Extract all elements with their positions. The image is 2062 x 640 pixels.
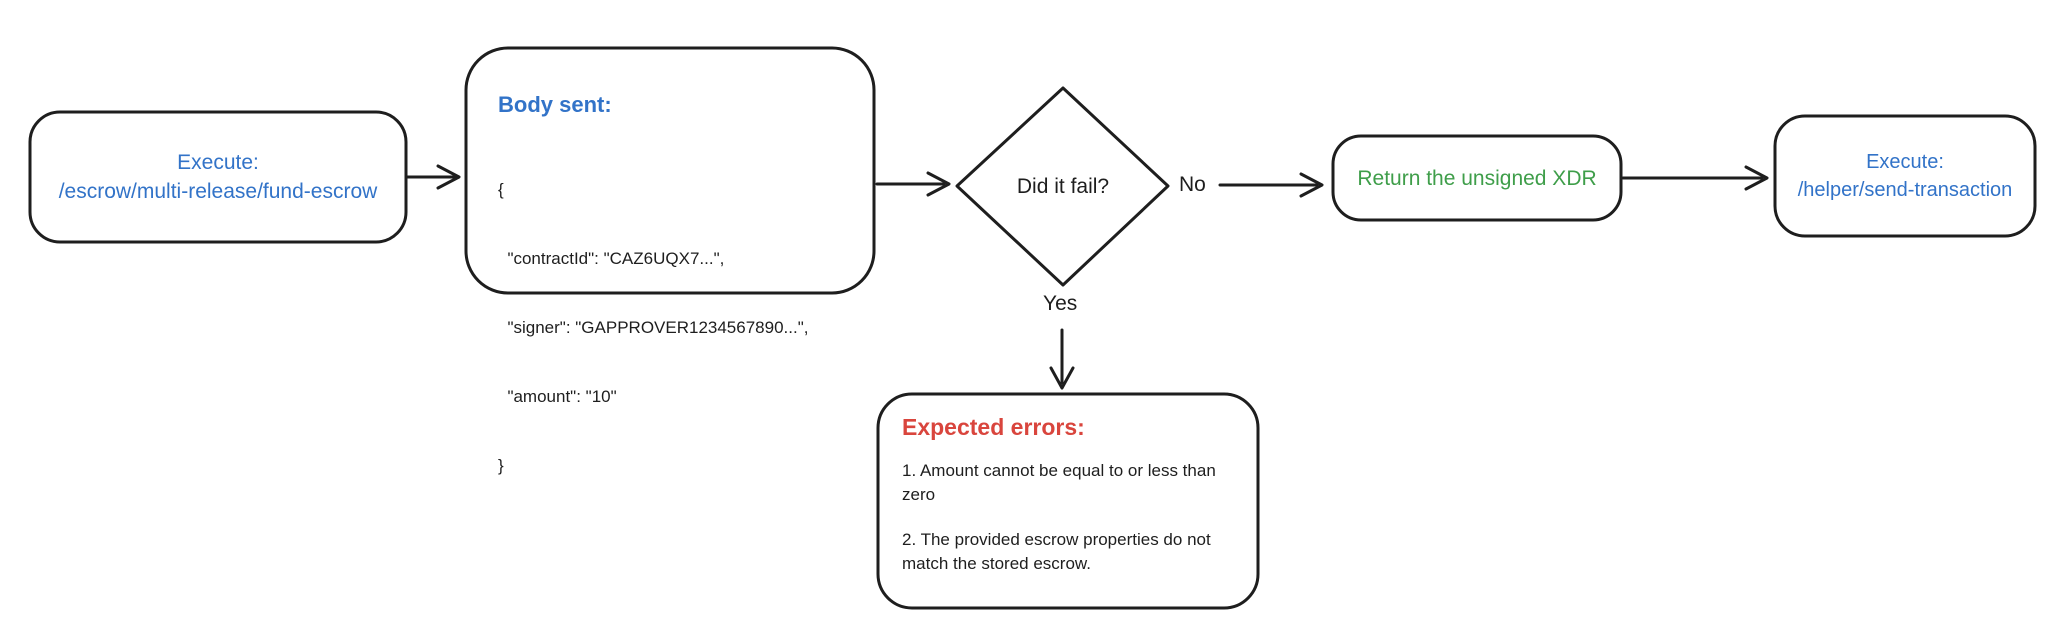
edge-label-no: No: [1179, 173, 1206, 196]
body-sent-title: Body sent:: [498, 92, 612, 117]
expected-errors-list: 1. Amount cannot be equal to or less tha…: [902, 459, 1248, 576]
decision-diamond-shape: [955, 86, 1170, 287]
node-send-transaction-shape: [1773, 114, 2037, 238]
error-item: 2. The provided escrow properties do not…: [902, 530, 1211, 573]
node-endpoint-path: /escrow/multi-release/fund-escrow: [58, 180, 378, 203]
json-line: }: [498, 456, 504, 475]
expected-errors-title: Expected errors:: [902, 414, 1085, 440]
arrow-yes-to-expected-errors: [1049, 328, 1075, 390]
arrow-return-xdr-to-send-transaction: [1621, 165, 1769, 191]
json-line: "amount": "10": [498, 387, 617, 406]
json-line: {: [498, 180, 504, 199]
arrow-no-to-return-xdr: [1218, 172, 1324, 198]
arrow-fund-escrow-to-body-sent: [404, 164, 461, 190]
node-title: Execute:: [1866, 151, 1944, 173]
json-line: "contractId": "CAZ6UQX7...",: [498, 249, 725, 268]
json-line: "signer": "GAPPROVER1234567890...",: [498, 318, 809, 337]
node-endpoint-path: /helper/send-transaction: [1797, 179, 2013, 201]
node-return-xdr-shape: [1331, 134, 1623, 222]
node-body-sent-shape: [464, 46, 876, 295]
arrow-body-sent-to-decision: [875, 171, 951, 197]
node-expected-errors-shape: [876, 392, 1260, 610]
node-execute-fund-escrow: Execute: /escrow/multi-release/fund-escr…: [30, 112, 406, 242]
node-title: Execute:: [177, 151, 259, 174]
body-sent-json: { "contractId": "CAZ6UQX7...", "signer":…: [498, 132, 808, 523]
error-item: 1. Amount cannot be equal to or less tha…: [902, 461, 1216, 504]
decision-label: Did it fail?: [1016, 175, 1110, 198]
edge-label-yes: Yes: [1043, 292, 1078, 315]
node-return-xdr-label: Return the unsigned XDR: [1357, 166, 1597, 190]
node-send-transaction: Execute: /helper/send-transaction: [1775, 116, 2035, 236]
